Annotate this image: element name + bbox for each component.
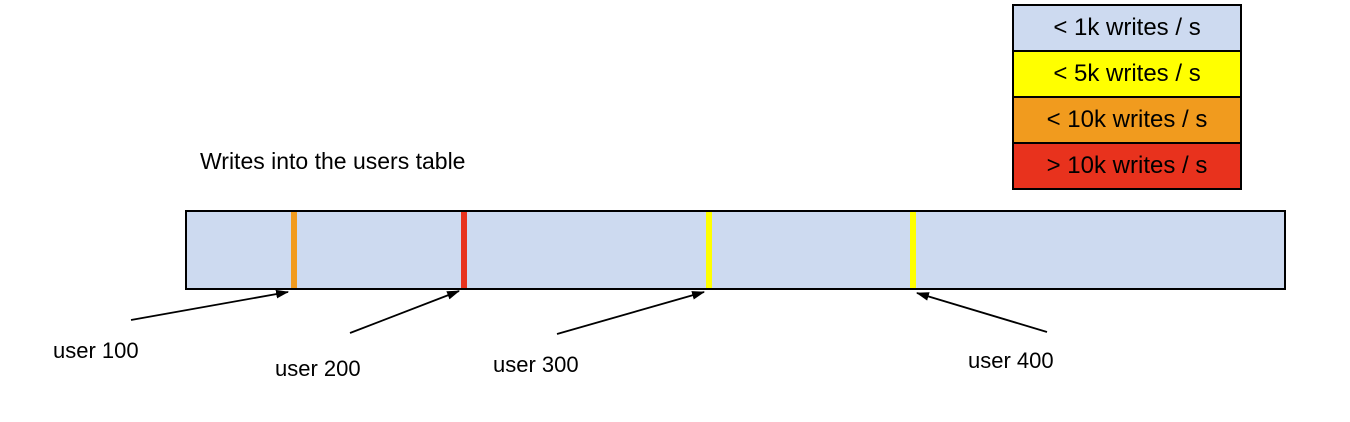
users-table-bar [185,210,1286,290]
legend-item-label: < 10k writes / s [1046,106,1208,133]
legend-item: < 10k writes / s [1012,96,1242,144]
write-hotspot-marker [706,212,712,288]
write-hotspot-marker [461,212,467,288]
legend-item: < 5k writes / s [1012,50,1242,98]
annotation-arrow [556,291,706,335]
legend-item-label: < 1k writes / s [1053,14,1201,41]
legend-item: < 1k writes / s [1012,4,1242,52]
annotation-arrow [130,289,290,321]
legend: < 1k writes / s < 5k writes / s < 10k writ… [1012,4,1242,190]
annotation-arrow [915,292,1048,333]
legend-item-label: > 10k writes / s [1046,152,1208,179]
user-label: user 200 [275,356,361,381]
user-label: user 300 [493,352,579,377]
diagram-title: Writes into the users table [200,148,466,174]
user-label: user 400 [968,348,1054,373]
user-label: user 100 [53,338,139,363]
legend-item: > 10k writes / s [1012,142,1242,190]
write-hotspot-marker [291,212,297,288]
write-hotspot-marker [910,212,916,288]
annotation-arrow [349,290,461,334]
legend-item-label: < 5k writes / s [1053,60,1201,87]
